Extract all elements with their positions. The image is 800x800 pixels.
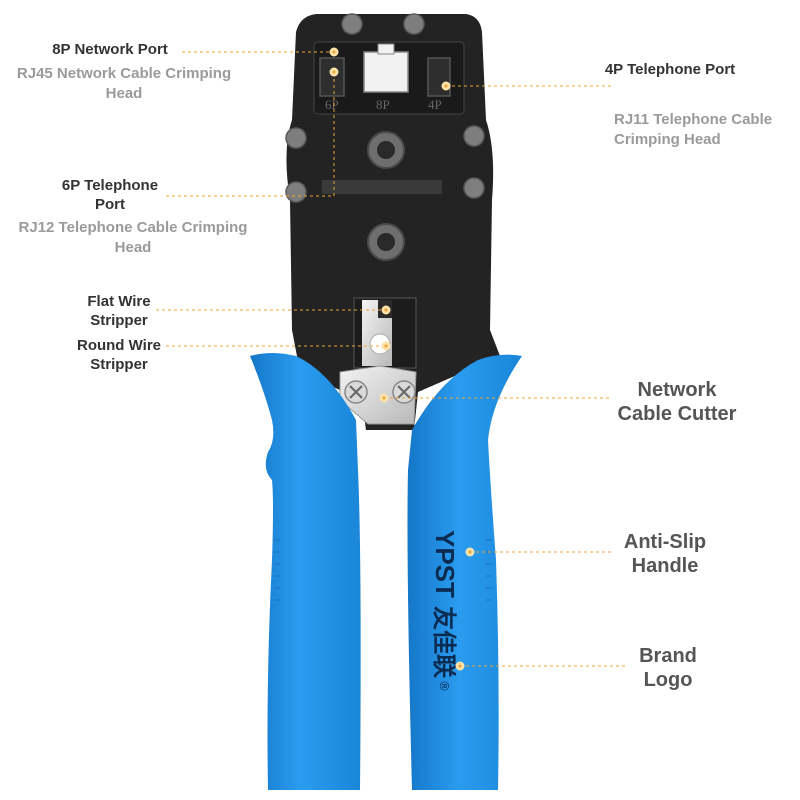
rivet — [341, 13, 363, 35]
marker-logo — [455, 661, 465, 671]
rivet — [463, 125, 485, 147]
label-cutter: Network Cable Cutter — [617, 379, 737, 425]
rivet — [463, 177, 485, 199]
tool-body — [286, 14, 500, 430]
leader-dots — [329, 47, 475, 671]
right-handle[interactable] — [407, 354, 523, 790]
label-8p-sub: RJ45 Network Cable Crimping Head — [16, 65, 232, 102]
marker-handle — [465, 547, 475, 557]
rivet — [403, 13, 425, 35]
brand-cjk: 友佳联 — [430, 606, 458, 678]
label-8p-port: 8P Network Port — [52, 41, 168, 58]
rivets — [285, 13, 485, 203]
label-6p-port: 6P Telephone Port — [61, 177, 159, 213]
brand-registered: ® — [437, 680, 451, 692]
label-6p-sub: RJ12 Telephone Cable Crimping Head — [18, 219, 248, 256]
marker-4p — [441, 81, 451, 91]
leader-lines — [156, 51, 628, 667]
label-4p-port: 4P Telephone Port — [604, 61, 736, 78]
die-6p-slot — [319, 57, 345, 97]
rivet — [285, 181, 307, 203]
marker-6p — [329, 67, 339, 77]
label-round-stripper: Round Wire Stripper — [76, 337, 162, 373]
label-4p-sub: RJ11 Telephone Cable Crimping Head — [614, 111, 773, 148]
label-logo: Brand Logo — [639, 645, 697, 691]
rivet — [285, 127, 307, 149]
brand-latin: YPST — [430, 530, 460, 598]
die-8p-slot — [363, 51, 409, 93]
label-handle: Anti-Slip Handle — [623, 531, 707, 577]
die-mark-4p: 4P — [428, 97, 442, 112]
marker-flat — [381, 305, 391, 315]
marker-8p — [329, 47, 339, 57]
brand-logo: YPST 友佳联 ® — [430, 530, 460, 692]
left-handle[interactable] — [250, 353, 361, 790]
die-mark-6p: 6P — [325, 97, 339, 112]
marker-round — [381, 341, 391, 351]
marker-cutter — [379, 393, 389, 403]
label-flat-stripper: Flat Wire Stripper — [87, 293, 151, 329]
die-mark-8p: 8P — [376, 97, 390, 112]
